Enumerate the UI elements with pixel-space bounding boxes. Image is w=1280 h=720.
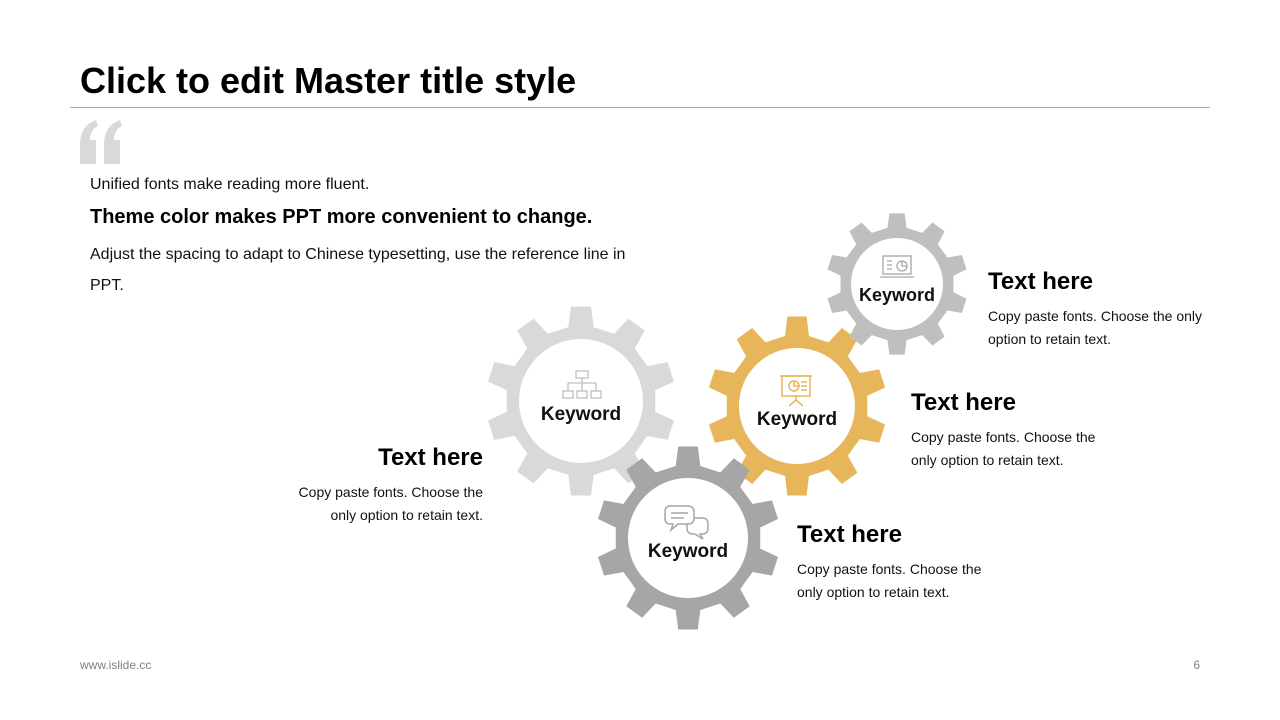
intro-text: Unified fonts make reading more fluent. …: [90, 176, 630, 301]
text-block-top-right: Text here Copy paste fonts. Choose the o…: [988, 268, 1208, 351]
text-block-title[interactable]: Text here: [797, 521, 902, 548]
gear-dark-gray: Keyword: [596, 446, 780, 630]
chat-bubbles-icon: [664, 505, 709, 540]
gear-keyword[interactable]: Keyword: [540, 404, 622, 425]
text-block-bottom: Text here Copy paste fonts. Choose the o…: [797, 521, 1007, 604]
gear-shape: [488, 306, 674, 496]
text-block-body[interactable]: Copy paste fonts. Choose the only option…: [988, 308, 1203, 347]
gear-center: [739, 348, 855, 464]
slide-title[interactable]: Click to edit Master title style: [80, 60, 577, 101]
intro-line-3[interactable]: Adjust the spacing to adapt to Chinese t…: [90, 246, 626, 294]
gear-gold: Keyword: [707, 316, 887, 496]
text-block-left: Text here Copy paste fonts. Choose the o…: [275, 444, 483, 527]
text-block-body[interactable]: Copy paste fonts. Choose the only option…: [797, 561, 982, 600]
text-block-title[interactable]: Text here: [911, 389, 1016, 416]
gear-keyword[interactable]: Keyword: [858, 285, 936, 305]
intro-line-2[interactable]: Theme color makes PPT more convenient to…: [90, 206, 593, 228]
gear-light-gray: Keyword: [486, 306, 676, 496]
text-block-title[interactable]: Text here: [988, 268, 1093, 295]
text-block-body[interactable]: Copy paste fonts. Choose the only option…: [911, 429, 1096, 468]
gear-keyword[interactable]: Keyword: [756, 409, 838, 430]
intro-line-1[interactable]: Unified fonts make reading more fluent.: [90, 176, 370, 193]
text-block-middle-right: Text here Copy paste fonts. Choose the o…: [911, 389, 1121, 472]
gear-center: [519, 339, 643, 463]
footer-url[interactable]: www.islide.cc: [80, 658, 152, 672]
gear-center: [851, 238, 943, 330]
text-block-title[interactable]: Text here: [378, 444, 483, 471]
gear-keyword[interactable]: Keyword: [647, 541, 729, 562]
gear-silver: Keyword: [826, 213, 968, 355]
gear-shape: [708, 316, 886, 496]
gear-center: [628, 478, 748, 598]
page-number: 6: [1193, 658, 1200, 672]
title-divider: [70, 107, 1210, 108]
gear-shape: [597, 446, 779, 630]
text-block-body[interactable]: Copy paste fonts. Choose the only option…: [298, 484, 483, 523]
org-chart-icon: [562, 370, 602, 399]
quote-mark-icon: [80, 120, 122, 164]
presentation-board-icon: [780, 375, 812, 407]
gear-shape: [827, 213, 967, 355]
laptop-chart-icon: [880, 255, 914, 278]
